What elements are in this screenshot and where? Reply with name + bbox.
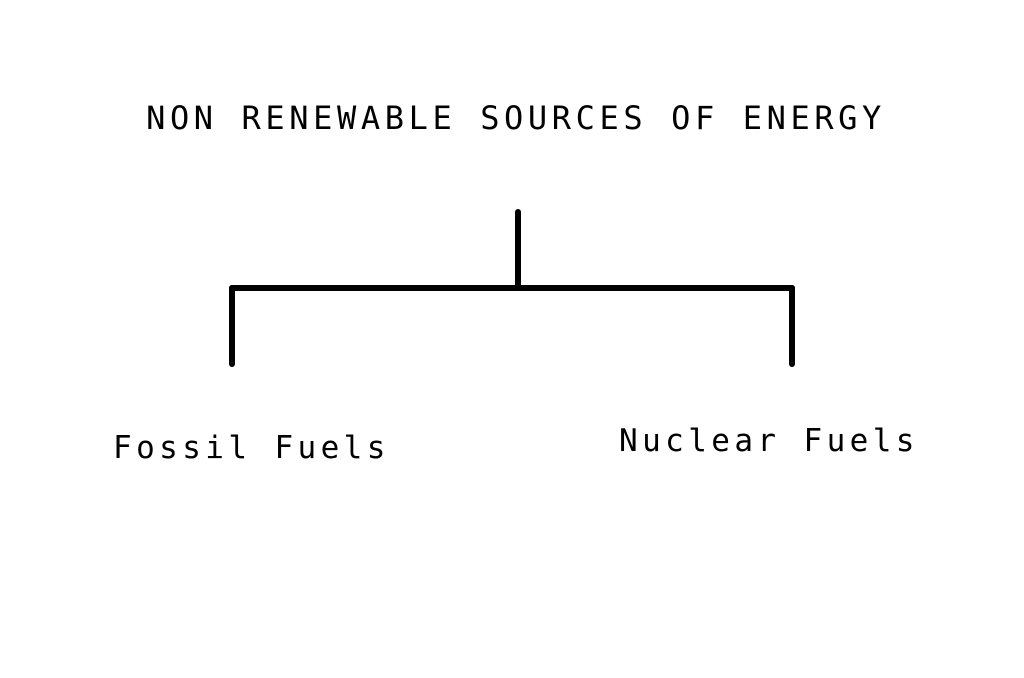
root-node-label: NON RENEWABLE SOURCES OF ENERGY <box>146 99 886 137</box>
child-node-fossil-fuels: Fossil Fuels <box>113 430 390 466</box>
child-node-nuclear-fuels: Nuclear Fuels <box>619 423 919 459</box>
